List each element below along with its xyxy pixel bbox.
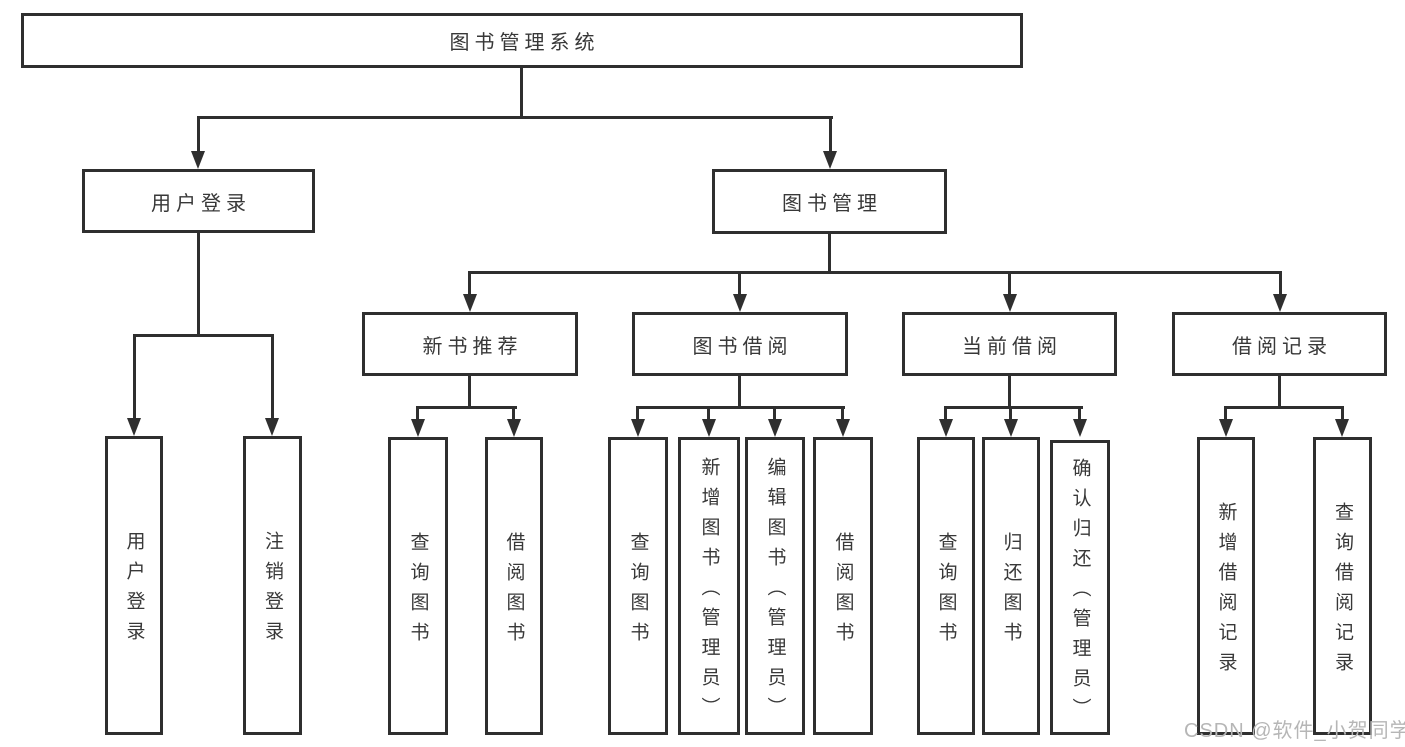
arrowhead-bw-query — [631, 419, 645, 437]
node-records: 借阅记录 — [1172, 312, 1387, 376]
connector-current-branch — [944, 406, 1083, 409]
connector-stem-new-book — [468, 271, 471, 298]
node-borrow: 图书借阅 — [632, 312, 848, 376]
node-borrow-label: 图书借阅 — [692, 335, 793, 358]
connector-user-login-branch — [133, 334, 274, 337]
arrowhead-records — [1273, 294, 1287, 312]
connector-stem-nb-query — [416, 406, 419, 423]
node-cu-return: 归还图书 — [982, 437, 1040, 735]
node-cu-query: 查询图书 — [917, 437, 975, 735]
connector-stem-nb-borrow — [512, 406, 515, 423]
arrowhead-ul-login — [127, 418, 141, 436]
connector-borrow-branch — [636, 406, 845, 409]
node-bw-borrow-label: 借阅图书 — [832, 531, 854, 652]
arrowhead-cu-confirm — [1073, 419, 1087, 437]
connector-stem-rc-add — [1224, 406, 1227, 423]
connector-book-mgmt-branch — [468, 271, 1282, 274]
arrowhead-cu-return — [1004, 419, 1018, 437]
arrowhead-current — [1003, 294, 1017, 312]
node-nb-query: 查询图书 — [388, 437, 448, 735]
node-cu-confirm: 确认归还（管理员） — [1050, 440, 1110, 735]
arrowhead-book-mgmt — [823, 151, 837, 169]
arrowhead-bw-borrow — [836, 419, 850, 437]
node-cu-query-label: 查询图书 — [935, 531, 957, 652]
arrowhead-user-login — [191, 151, 205, 169]
arrowhead-bw-add — [702, 419, 716, 437]
node-new-book-label: 新书推荐 — [422, 335, 523, 358]
connector-stem-cu-return — [1009, 406, 1012, 423]
connector-stem-bw-add — [707, 406, 710, 423]
node-bw-add: 新增图书（管理员） — [678, 437, 740, 735]
arrowhead-ul-logout — [265, 418, 279, 436]
connector-stem-ul-logout — [271, 334, 274, 422]
node-nb-query-label: 查询图书 — [407, 531, 429, 652]
node-root: 图书管理系统 — [21, 13, 1023, 68]
node-current-label: 当前借阅 — [962, 335, 1062, 358]
node-cu-return-label: 归还图书 — [1000, 531, 1022, 652]
node-records-label: 借阅记录 — [1232, 335, 1332, 358]
node-ul-login: 用户登录 — [105, 436, 163, 735]
node-ul-logout: 注销登录 — [243, 436, 302, 735]
node-ul-login-label: 用户登录 — [123, 531, 145, 651]
node-bw-edit: 编辑图书（管理员） — [745, 437, 805, 735]
node-rc-add-label: 新增借阅记录 — [1215, 501, 1237, 682]
node-bw-query: 查询图书 — [608, 437, 668, 735]
arrowhead-bw-edit — [768, 419, 782, 437]
node-bw-query-label: 查询图书 — [627, 531, 649, 652]
connector-stem-current — [1008, 271, 1011, 298]
arrowhead-new-book — [463, 294, 477, 312]
node-cu-confirm-label: 确认归还（管理员） — [1069, 458, 1091, 728]
node-rc-query: 查询借阅记录 — [1313, 437, 1372, 735]
connector-stem-bw-query — [636, 406, 639, 423]
connector-stem-bw-edit — [773, 406, 776, 423]
connector-stem-cu-confirm — [1078, 406, 1081, 423]
connector-borrow-stem — [738, 376, 741, 409]
csdn-watermark: CSDN @软件_小贺同学 — [1184, 720, 1405, 742]
arrowhead-rc-add — [1219, 419, 1233, 437]
node-root-label: 图书管理系统 — [449, 32, 600, 54]
connector-stem-user-login — [197, 116, 200, 154]
node-nb-borrow: 借阅图书 — [485, 437, 543, 735]
connector-book-mgmt-stem — [828, 234, 831, 274]
connector-new-book-stem — [468, 376, 471, 409]
connector-stem-cu-query — [944, 406, 947, 423]
node-nb-borrow-label: 借阅图书 — [503, 531, 525, 652]
node-bw-edit-label: 编辑图书（管理员） — [764, 456, 786, 727]
connector-stem-ul-login — [133, 334, 136, 422]
node-ul-logout-label: 注销登录 — [262, 531, 283, 651]
node-new-book: 新书推荐 — [362, 312, 578, 376]
connector-stem-book-mgmt — [829, 116, 832, 154]
arrowhead-cu-query — [939, 419, 953, 437]
connector-root-branch — [197, 116, 833, 119]
node-book-mgmt-label: 图书管理 — [782, 193, 882, 215]
arrowhead-nb-query — [411, 419, 425, 437]
node-user-login-label: 用户登录 — [151, 192, 251, 215]
connector-root-stem — [520, 68, 523, 118]
node-rc-query-label: 查询借阅记录 — [1332, 501, 1353, 682]
node-rc-add: 新增借阅记录 — [1197, 437, 1255, 735]
connector-stem-bw-borrow — [841, 406, 844, 423]
arrowhead-nb-borrow — [507, 419, 521, 437]
connector-current-stem — [1008, 376, 1011, 409]
node-current: 当前借阅 — [902, 312, 1117, 376]
arrowhead-rc-query — [1335, 419, 1349, 437]
connector-records-stem — [1278, 376, 1281, 409]
node-bw-add-label: 新增图书（管理员） — [698, 456, 720, 727]
connector-stem-rc-query — [1341, 406, 1344, 423]
connector-stem-borrow — [738, 271, 741, 298]
connector-user-login-stem — [197, 233, 200, 337]
node-bw-borrow: 借阅图书 — [813, 437, 873, 735]
connector-records-branch — [1224, 406, 1344, 409]
arrowhead-borrow — [733, 294, 747, 312]
node-book-mgmt: 图书管理 — [712, 169, 947, 234]
node-user-login: 用户登录 — [82, 169, 315, 233]
connector-stem-records — [1279, 271, 1282, 298]
connector-new-book-branch — [416, 406, 517, 409]
